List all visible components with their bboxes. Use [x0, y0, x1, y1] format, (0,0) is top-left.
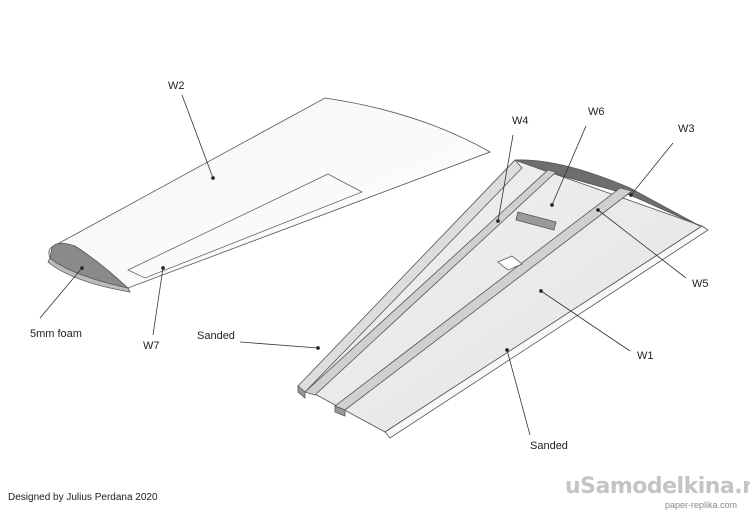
watermark-sub: paper-replika.com — [665, 500, 738, 510]
label-sanded-left: Sanded — [197, 330, 235, 342]
label-w6: W6 — [588, 106, 605, 118]
label-sanded-bottom: Sanded — [530, 440, 568, 452]
label-w7: W7 — [143, 340, 160, 352]
label-w1: W1 — [637, 350, 654, 362]
tip-rib-w3 — [514, 159, 701, 227]
foam-root-section — [49, 242, 130, 289]
watermark: uSamodelkina.ru — [565, 474, 750, 499]
leader-lines — [39, 94, 687, 436]
label-w2: W2 — [168, 80, 185, 92]
right-wing — [297, 159, 709, 439]
designer-credit: Designed by Julius Perdana 2020 — [8, 492, 158, 503]
rib-w6 — [515, 211, 557, 231]
label-w5: W5 — [692, 278, 709, 290]
left-wing-w2 — [47, 97, 491, 293]
front-spar-w4 — [304, 169, 557, 396]
cutout — [497, 255, 523, 271]
label-w4: W4 — [512, 115, 529, 127]
label-w3: W3 — [678, 123, 695, 135]
label-5mm-foam: 5mm foam — [30, 328, 82, 340]
